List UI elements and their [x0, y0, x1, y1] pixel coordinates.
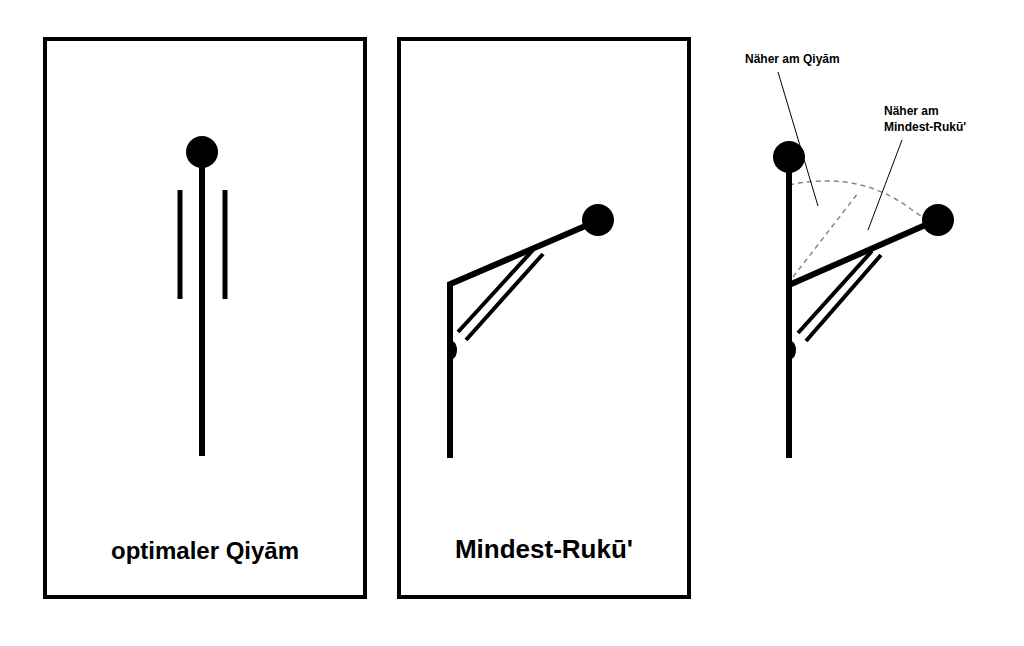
figure-panel: optimaler Qiyām	[43, 37, 367, 599]
standing-figure	[180, 136, 225, 456]
bowing-figure	[447, 204, 614, 458]
figure-panel: Mindest-Rukū'	[397, 37, 691, 599]
panel-caption: optimaler Qiyām	[111, 537, 299, 565]
callout-label: Näher am Mindest-Rukū'	[882, 104, 986, 135]
callout-label: Näher am Qiyām	[743, 52, 842, 68]
panel-caption: Mindest-Rukū'	[455, 534, 633, 565]
